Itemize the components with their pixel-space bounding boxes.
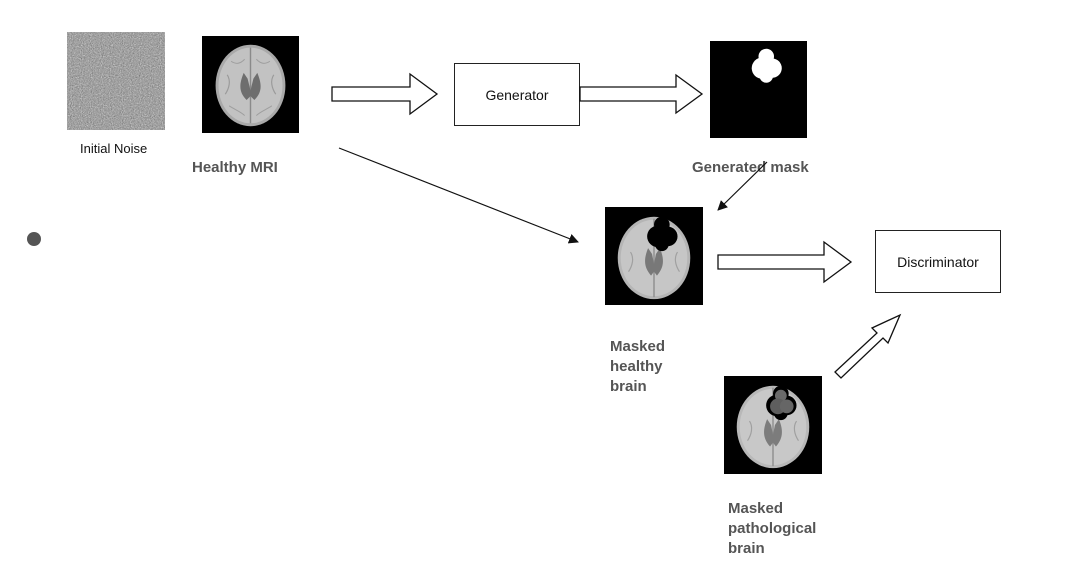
masked-healthy-label-line2: healthy: [610, 358, 663, 375]
masked-pathological-label: Masked pathological brain: [728, 499, 816, 559]
block-arrow-to-discriminator: [717, 240, 853, 284]
initial-noise-label: Initial Noise: [80, 141, 148, 156]
masked-healthy-brain-image: [605, 207, 703, 305]
masked-pathological-label-line3: brain: [728, 540, 765, 557]
masked-pathological-label-line1: Masked: [728, 500, 784, 517]
healthy-mri-image: [202, 36, 299, 133]
masked-pathological-label-line2: pathological: [728, 520, 817, 537]
generator-box: Generator: [454, 63, 580, 126]
generated-mask-image: [710, 41, 807, 138]
block-arrow-to-generator: [331, 72, 439, 116]
discriminator-box: Discriminator: [875, 230, 1001, 293]
masked-pathological-brain-image: [724, 376, 822, 474]
initial-noise-image: [67, 32, 165, 130]
thin-arrow-mask-to-masked-brain: [717, 161, 768, 211]
healthy-mri-label: Healthy MRI: [192, 159, 278, 176]
bullet-dot: [27, 232, 41, 246]
thin-arrow-to-masked-brain: [338, 147, 579, 244]
masked-healthy-label: Masked healthy brain: [610, 337, 665, 397]
masked-healthy-label-line1: Masked: [610, 338, 666, 355]
generated-mask-label: Generated mask: [692, 159, 809, 176]
block-arrow-to-mask: [579, 73, 704, 115]
masked-healthy-label-line3: brain: [610, 378, 647, 395]
block-arrow-diagonal-to-discriminator: [834, 313, 902, 379]
